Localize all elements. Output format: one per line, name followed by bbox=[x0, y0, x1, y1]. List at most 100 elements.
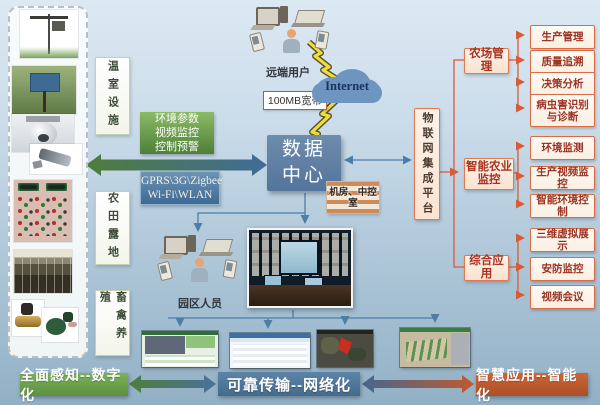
camera-mount bbox=[32, 160, 44, 170]
control-room-photo bbox=[247, 228, 353, 308]
land-patch bbox=[321, 337, 340, 354]
group-comprehensive-application: 综合应用 bbox=[464, 255, 509, 281]
desk-monitor bbox=[305, 277, 323, 288]
leaf-security-monitoring: 安防监控 bbox=[530, 257, 595, 281]
banner-application: 智慧应用--智能化 bbox=[476, 367, 588, 403]
phone-icon bbox=[222, 259, 238, 279]
pc-tower-icon bbox=[280, 6, 288, 23]
chart-pane bbox=[186, 336, 215, 348]
pump-outlet bbox=[62, 312, 73, 323]
bandwidth-box: 100MB宽带 bbox=[263, 91, 327, 110]
lens bbox=[38, 133, 50, 142]
env-line-3: 控制预警 bbox=[155, 141, 199, 153]
water-pump-photo bbox=[42, 308, 78, 342]
leaf-quality-traceability: 质量追溯 bbox=[530, 50, 595, 74]
control-panel-photo bbox=[14, 180, 72, 242]
keyboard-icon bbox=[158, 254, 184, 259]
sensor-box bbox=[52, 20, 66, 31]
app-header bbox=[317, 330, 373, 335]
network-protocols-box: GPRS\3G\Zigbee Wi-Fi\WLAN bbox=[140, 171, 223, 205]
label-open-field: 农田露地 bbox=[95, 191, 130, 265]
bullet-camera-photo bbox=[30, 144, 82, 174]
valve-body bbox=[14, 315, 42, 327]
map-pane bbox=[145, 336, 185, 355]
lcd-display bbox=[45, 183, 67, 192]
phone-icon bbox=[249, 31, 265, 53]
phone-icon bbox=[157, 260, 173, 282]
leaf-video-conference: 视频会议 bbox=[530, 285, 595, 309]
laptop-base bbox=[290, 23, 326, 27]
env-parameters-box: 环境参数 视频监控 控制预警 bbox=[140, 112, 214, 154]
gis-map-screenshot bbox=[317, 330, 373, 367]
park-users-devices bbox=[157, 234, 240, 286]
banner-transmission: 可靠传输--网络化 bbox=[218, 372, 360, 396]
iot-platform-box: 物联网集成平台 bbox=[414, 108, 440, 220]
leaf-environment-monitoring: 环境监测 bbox=[530, 136, 595, 160]
server-room-thumb: 机房、中控室 bbox=[327, 182, 379, 213]
leaf-production-video: 生产视频监控 bbox=[530, 166, 595, 190]
posts bbox=[14, 257, 72, 293]
table-app-screenshot bbox=[230, 333, 310, 368]
leaf-decision-analysis: 决策分析 bbox=[530, 72, 595, 96]
env-line-1: 环境参数 bbox=[155, 113, 199, 125]
group-farm-management: 农场管理 bbox=[464, 48, 509, 74]
cloud-base bbox=[312, 83, 382, 103]
banner-arrow-1 bbox=[129, 375, 216, 393]
tree-trunk bbox=[453, 59, 464, 268]
data-center-label: 数据中心 bbox=[281, 139, 326, 186]
lcd-display bbox=[18, 183, 39, 192]
person-body bbox=[191, 268, 208, 282]
app-header bbox=[400, 328, 470, 332]
laptop-base bbox=[198, 252, 234, 256]
desk-monitor bbox=[265, 275, 281, 287]
sensor-unit bbox=[29, 72, 61, 92]
group-smart-agri-monitoring: 智能农业监控 bbox=[464, 158, 514, 190]
leaf-pest-identification: 病虫害识别与诊断 bbox=[530, 94, 595, 127]
greenhouse-rows bbox=[405, 337, 447, 362]
highlighted-parcel bbox=[338, 337, 352, 355]
toolbar bbox=[230, 337, 310, 342]
land-patch bbox=[347, 347, 366, 362]
field-sensor-photo bbox=[12, 66, 76, 114]
network-line-1: GPRS\3G\Zigbee bbox=[141, 175, 223, 187]
button-grid bbox=[17, 196, 69, 236]
mount bbox=[25, 116, 61, 123]
weather-station-photo bbox=[20, 10, 78, 58]
keyboard-icon bbox=[250, 25, 276, 30]
app-header bbox=[142, 331, 218, 336]
remote-users-devices bbox=[249, 5, 332, 57]
person-icon bbox=[287, 29, 296, 38]
3d-farm-screenshot bbox=[400, 328, 470, 367]
phone-icon bbox=[314, 30, 330, 50]
app-header bbox=[230, 333, 310, 338]
leaf-3d-virtual-display: 三维虚拟展示 bbox=[530, 228, 595, 252]
data-center-box: 数据中心 bbox=[267, 135, 341, 191]
person-body bbox=[283, 39, 300, 53]
monitoring-app-screenshot bbox=[142, 331, 218, 367]
pole bbox=[47, 13, 50, 55]
solenoid-valve-photo bbox=[12, 300, 44, 336]
camera-body bbox=[38, 147, 73, 167]
person-icon bbox=[195, 258, 204, 267]
main-screen bbox=[280, 242, 318, 273]
env-line-2: 视频监控 bbox=[155, 127, 199, 139]
perception-transmission-arrow bbox=[86, 154, 267, 176]
data-table bbox=[145, 354, 215, 366]
pump-body bbox=[45, 318, 67, 336]
banner-perception: 全面感知--数字化 bbox=[20, 367, 128, 403]
console-desk bbox=[249, 285, 351, 306]
park-users-label: 园区人员 bbox=[178, 298, 222, 310]
pump-hose bbox=[67, 322, 77, 328]
internet-cloud: Internet bbox=[312, 67, 382, 107]
label-greenhouse-facilities: 温室设施 bbox=[95, 57, 130, 135]
data-rows bbox=[233, 343, 307, 366]
datacenter-parkusers-link bbox=[193, 212, 305, 232]
greenhouse-field-photo bbox=[14, 250, 72, 293]
vane bbox=[30, 15, 68, 19]
desktop-computer-icon bbox=[164, 236, 188, 255]
side-panel bbox=[451, 332, 469, 366]
mount-pole bbox=[42, 90, 46, 113]
label-livestock: 畜禽养殖 bbox=[95, 290, 130, 356]
